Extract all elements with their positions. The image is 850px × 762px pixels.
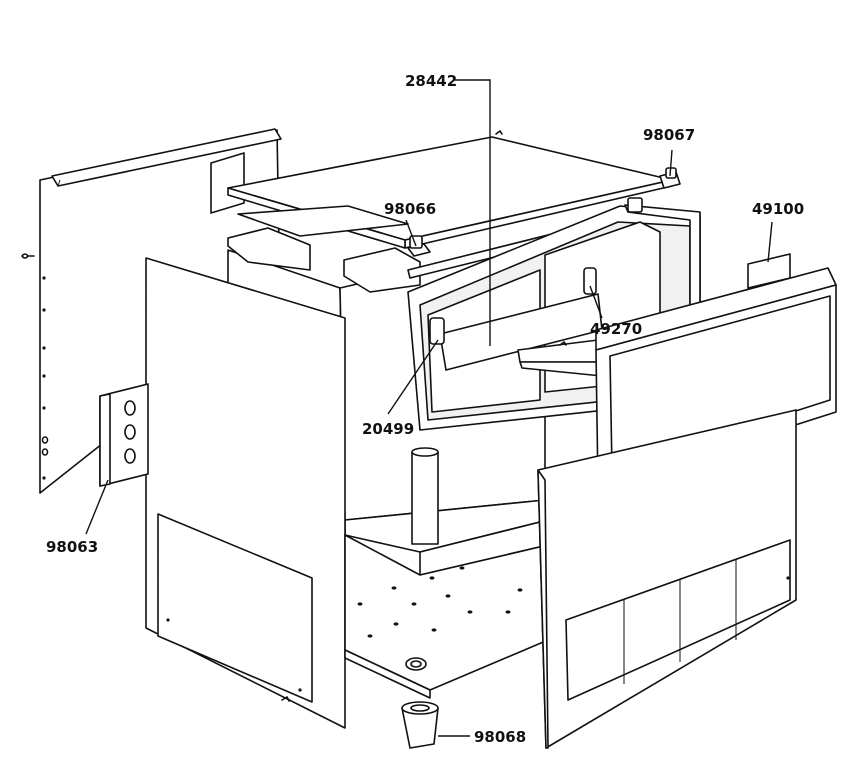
callout-20499: 20499 [362, 420, 414, 438]
leg-98068 [401, 701, 439, 749]
drain-pipe [411, 447, 439, 545]
base-plate [344, 534, 549, 699]
callout-98067: 98067 [643, 126, 695, 144]
rear-panel-screw-holes [41, 276, 49, 480]
base-holes [357, 566, 523, 638]
callout-49100: 49100 [752, 200, 804, 218]
callout-28442: 28442 [405, 72, 457, 90]
leader-lines [85, 79, 773, 737]
callout-49270: 49270 [590, 320, 642, 338]
front-lower-panel [537, 409, 797, 749]
callout-98063: 98063 [46, 538, 98, 556]
top-screw-icon [495, 130, 503, 135]
callout-98066: 98066 [384, 200, 436, 218]
left-side-panel [145, 257, 346, 729]
side-screw-icon [281, 696, 290, 702]
bracket-98063 [99, 383, 149, 487]
callout-98068: 98068 [474, 728, 526, 746]
callout-labels: 28442 98067 98066 49100 49270 20499 9806… [46, 72, 804, 746]
screw-icon [21, 253, 35, 259]
front-grille-49100 [595, 253, 837, 489]
